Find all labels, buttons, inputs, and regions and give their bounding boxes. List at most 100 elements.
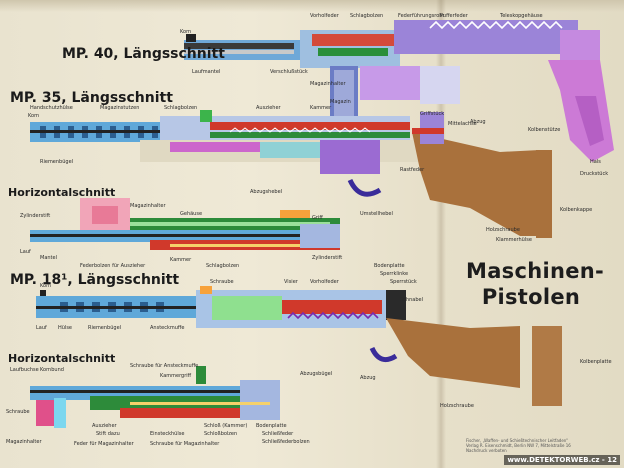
part-label: Schlagbolzen — [206, 263, 240, 269]
part-label: Riemenbügel — [88, 325, 122, 331]
mp18-title: MP. 18¹, Längsschnitt — [10, 272, 180, 288]
part-label: Klammerhülse — [496, 237, 532, 243]
part-label: Holzschraube — [440, 403, 474, 409]
part-label: Umstellhebel — [360, 211, 393, 217]
part-label: Magazinstutzen — [100, 105, 140, 111]
part-label: Auszieher — [92, 423, 117, 429]
mp18-diagram — [36, 286, 562, 406]
part-label: Kammergriff — [160, 373, 192, 379]
part-label: Einsteckhülse — [150, 431, 185, 437]
part-label: Abzugshebel — [250, 189, 283, 195]
part-label: Holzschraube — [486, 227, 520, 233]
credit-line: Nachdruck verboten — [466, 448, 507, 453]
part-label: Hals — [590, 159, 601, 165]
mp40-grip — [360, 66, 420, 100]
part-label: Korn — [180, 29, 192, 35]
part-label: Korn — [28, 113, 40, 119]
part-label: Schließfeder — [262, 431, 294, 437]
part-label: Schraube für Ansteckmuffe — [130, 363, 199, 369]
part-label: Griffstück — [420, 111, 445, 117]
part-label: Lauf — [20, 249, 31, 255]
part-label: Kammer — [170, 257, 192, 263]
site-watermark: www.DETEKTORWEB.cz - 12 — [504, 455, 620, 465]
part-label: Schlagbolzen — [164, 105, 198, 111]
part-label: Pufferfeder — [440, 13, 468, 19]
part-label: Verschlußstück — [270, 69, 308, 75]
part-label: Mittelachse — [448, 121, 477, 127]
part-label: Handschutzhülse — [30, 105, 73, 111]
part-label: Bodenplatte — [374, 263, 405, 269]
part-label: Vorholfeder — [310, 279, 339, 285]
part-label: Kammer — [310, 105, 332, 111]
part-label: Schlagbolzen — [350, 13, 384, 19]
part-label: Hülse — [58, 325, 72, 331]
part-label: Ansteckmuffe — [150, 325, 185, 331]
part-label: Schloßbolzen — [204, 431, 238, 437]
part-label: Schloß (Kammer) — [204, 423, 248, 429]
part-label: Laufbuchse — [10, 367, 39, 373]
mp35-horizontal-title: Horizontalschnitt — [8, 186, 116, 199]
mp35-barrel — [30, 130, 280, 133]
credit-line: Verlag R. Eisenschmidt, Berlin NW 7, Mit… — [466, 443, 571, 448]
credit-line: Fischer, „Waffen- und Schießtechnischer … — [466, 438, 569, 443]
part-label: Griff — [312, 215, 323, 221]
part-label: Sperrklinke — [380, 271, 409, 277]
mp18-bolt — [282, 300, 382, 314]
part-label: Bodenplatte — [256, 423, 287, 429]
mp18-stock — [386, 318, 520, 388]
part-label: Federführungsrohr — [398, 13, 445, 19]
part-label: Schraube — [6, 409, 30, 415]
mp35-trigger-guard — [347, 178, 382, 197]
part-label: Schraube für Magazinhalter — [150, 441, 220, 447]
part-label: Kolbenkappe — [560, 207, 593, 213]
mp40-front-sight — [186, 34, 196, 42]
poster-title-line-1: Maschinen- — [466, 259, 605, 283]
page-fold — [436, 0, 446, 468]
part-label: Schnabel — [400, 297, 423, 303]
mp35-horizontal-diagram — [30, 198, 340, 250]
mp35-bolt — [210, 122, 410, 130]
part-label: Magazinhalter — [310, 81, 346, 87]
poster-title-line-2: Pistolen — [481, 285, 581, 309]
part-label: Magazinhalter — [6, 439, 42, 445]
part-label: Riemenbügel — [40, 159, 74, 165]
part-label: Auszieher — [256, 105, 281, 111]
part-label: Magazinhalter — [130, 203, 166, 209]
part-label: Zylinderstift — [312, 255, 343, 261]
mp35-stock — [412, 132, 548, 236]
part-label: Laufmantel — [192, 69, 221, 75]
part-label: Schließfederbolzen — [262, 439, 310, 445]
part-label: Kolbenstütze — [528, 127, 561, 133]
mp18-barrel — [36, 306, 196, 309]
part-label: Zylinderstift — [20, 213, 51, 219]
paper-shadow — [0, 0, 624, 12]
part-label: Kornbund — [40, 367, 64, 373]
part-label: Federbolzen für Auszieher — [80, 263, 146, 269]
part-label: Abzug — [470, 119, 486, 125]
part-label: Abzugsbügel — [300, 371, 333, 377]
mp18-horizontal-diagram — [30, 366, 280, 428]
part-label: Vorholfeder — [310, 13, 339, 19]
mp40-bolt — [312, 34, 394, 46]
part-label: Mantel — [40, 255, 57, 261]
mp18-magazine-housing — [36, 400, 54, 426]
part-label: Gehäuse — [180, 211, 203, 217]
part-label: Abzug — [360, 375, 376, 381]
part-label: Kolbenplatte — [580, 359, 612, 365]
part-label: Schraube — [210, 279, 234, 285]
part-label: Rastfeder — [400, 167, 425, 173]
part-label: Stift dazu — [96, 431, 120, 437]
poster-title: Maschinen- Pistolen — [466, 258, 605, 310]
mp35-diagram — [30, 110, 552, 238]
mp40-barrel — [184, 43, 294, 49]
part-label: Visier — [284, 279, 298, 285]
part-label: Magazin — [330, 99, 351, 105]
part-label: Korn — [40, 283, 52, 289]
part-label: Sperrstück — [390, 279, 417, 285]
part-label: Lauf — [36, 325, 47, 331]
publisher-credit: Fischer, „Waffen- und Schießtechnischer … — [466, 438, 571, 453]
part-label: Feder für Magazinhalter — [74, 441, 134, 447]
mp18-horizontal-title: Horizontalschnitt — [8, 352, 116, 365]
